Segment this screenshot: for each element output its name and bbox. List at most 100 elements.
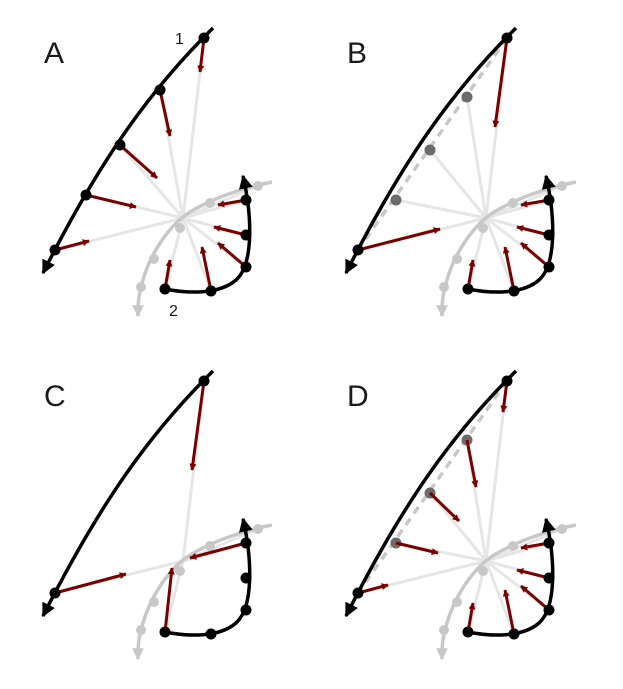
curve-1 xyxy=(344,369,518,618)
ray xyxy=(484,216,516,293)
ray xyxy=(484,559,516,636)
curve-2-label: 2 xyxy=(169,303,178,320)
panel-label: C xyxy=(44,380,66,413)
curve-2 xyxy=(164,517,253,637)
correspondence-arrows xyxy=(357,380,550,635)
faded-point xyxy=(439,282,449,292)
curve-points xyxy=(352,375,555,640)
faded-point xyxy=(149,254,159,264)
point xyxy=(501,32,513,44)
curve-2 xyxy=(467,517,556,637)
faded-point xyxy=(136,625,146,635)
curve-points xyxy=(49,375,252,640)
arrow xyxy=(158,89,173,137)
arrow xyxy=(54,572,127,595)
arrow xyxy=(465,439,479,488)
ray xyxy=(428,491,488,563)
point xyxy=(240,261,252,273)
point xyxy=(159,283,171,295)
panel-d: D xyxy=(344,369,577,661)
faded-point xyxy=(557,524,567,534)
point xyxy=(240,572,252,584)
curve-2-faded xyxy=(436,180,577,318)
curve-1 xyxy=(41,26,215,275)
faded-point xyxy=(175,566,185,576)
point xyxy=(154,84,166,96)
point xyxy=(240,604,252,616)
arrow xyxy=(189,541,247,560)
arrow xyxy=(54,239,90,252)
arrow xyxy=(357,227,441,252)
chord-dashed xyxy=(356,36,509,252)
faded-points xyxy=(136,181,263,292)
curve-1 xyxy=(41,369,215,618)
correspondence-arrows xyxy=(357,37,550,292)
faded-point xyxy=(452,597,462,607)
arrow xyxy=(189,380,206,471)
arrow xyxy=(428,491,461,523)
ghost-points xyxy=(390,91,473,206)
faded-points xyxy=(439,181,567,292)
arrow xyxy=(163,567,175,633)
point xyxy=(543,194,555,206)
arrow xyxy=(85,193,137,209)
point xyxy=(159,626,171,638)
faded-point xyxy=(175,223,185,233)
point xyxy=(508,285,520,297)
faded-point xyxy=(253,181,263,191)
arrow xyxy=(199,246,213,292)
point xyxy=(240,194,252,206)
faded-point xyxy=(478,223,488,233)
point xyxy=(543,537,555,549)
panel-c: C xyxy=(41,369,273,661)
point xyxy=(462,283,474,295)
ray xyxy=(181,216,213,293)
panel-label: B xyxy=(347,37,367,70)
ray xyxy=(428,148,488,220)
curve-2-faded xyxy=(132,180,273,318)
point xyxy=(543,261,555,273)
correspondence-arrows xyxy=(54,380,247,633)
point xyxy=(543,604,555,616)
point xyxy=(205,285,217,297)
panel-label: D xyxy=(347,380,369,413)
point xyxy=(352,587,364,599)
curve-2-faded xyxy=(132,523,273,661)
arrow xyxy=(197,37,206,73)
point xyxy=(198,375,210,387)
curve-points xyxy=(352,32,555,297)
faded-point xyxy=(478,566,488,576)
curve-1 xyxy=(344,26,518,275)
faded-point xyxy=(253,524,263,534)
faded-point xyxy=(149,597,159,607)
curve-1-label: 1 xyxy=(175,31,184,48)
ray xyxy=(394,198,488,220)
faded-point xyxy=(557,181,567,191)
point xyxy=(205,628,217,640)
curve-points xyxy=(49,32,252,297)
panel-a: A 1 2 xyxy=(41,26,273,320)
faded-point xyxy=(136,282,146,292)
faded-points xyxy=(439,524,567,635)
arrow xyxy=(492,37,509,128)
ray xyxy=(465,95,488,220)
chord-dashed xyxy=(356,379,509,595)
arrow xyxy=(502,589,516,635)
point xyxy=(352,244,364,256)
curve-2-faded xyxy=(436,523,577,661)
faded-point xyxy=(205,198,215,208)
arrow xyxy=(520,241,550,269)
faded-point xyxy=(508,541,518,551)
arrow xyxy=(119,143,158,180)
ghost-point xyxy=(390,194,402,206)
point xyxy=(198,32,210,44)
faded-point xyxy=(439,625,449,635)
point xyxy=(240,229,252,241)
curve-2 xyxy=(467,174,556,294)
panel-b: B xyxy=(344,26,577,318)
panel-label: A xyxy=(44,37,64,70)
faded-points xyxy=(136,524,263,635)
point xyxy=(543,572,555,584)
point xyxy=(49,244,61,256)
